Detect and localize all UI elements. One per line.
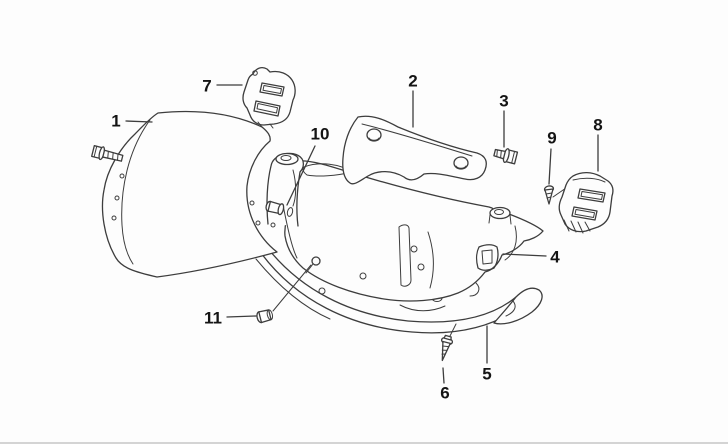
callout-leader-9 [548, 148, 552, 185]
callout-label-2: 2 [408, 72, 417, 91]
part-right-bracket [558, 171, 614, 234]
callout-label-7: 7 [202, 77, 211, 96]
callout-layer: 1 2 3 4 5 6 7 8 9 10 11 [111, 72, 602, 403]
part-windscreen [101, 110, 278, 278]
callout-leader-6 [442, 367, 445, 384]
callout-leader-1 [125, 120, 153, 123]
callout-label-3: 3 [499, 92, 508, 111]
part-windscreen-bolt [91, 145, 124, 162]
callout-label-9: 9 [547, 129, 556, 148]
part-tapping-screw [440, 334, 454, 362]
callout-label-4: 4 [550, 248, 560, 267]
callout-label-10: 10 [311, 125, 330, 144]
callout-leader-10 [286, 145, 316, 206]
part-hex-screw [493, 148, 519, 165]
callout-label-1: 1 [111, 112, 120, 131]
part-rubber-bush [256, 264, 312, 324]
page-bottom-rule [0, 442, 728, 444]
part-expansion-rivet [265, 200, 294, 217]
callout-label-5: 5 [482, 365, 491, 384]
part-left-bracket [242, 67, 296, 129]
part-lower-edge-trim [255, 245, 543, 339]
callout-label-6: 6 [440, 384, 449, 403]
part-upper-trim-bar [342, 115, 487, 185]
callout-label-11: 11 [204, 309, 222, 328]
callout-label-8: 8 [593, 116, 602, 135]
callout-leader-4 [502, 253, 547, 257]
callout-leader-11 [226, 315, 257, 318]
